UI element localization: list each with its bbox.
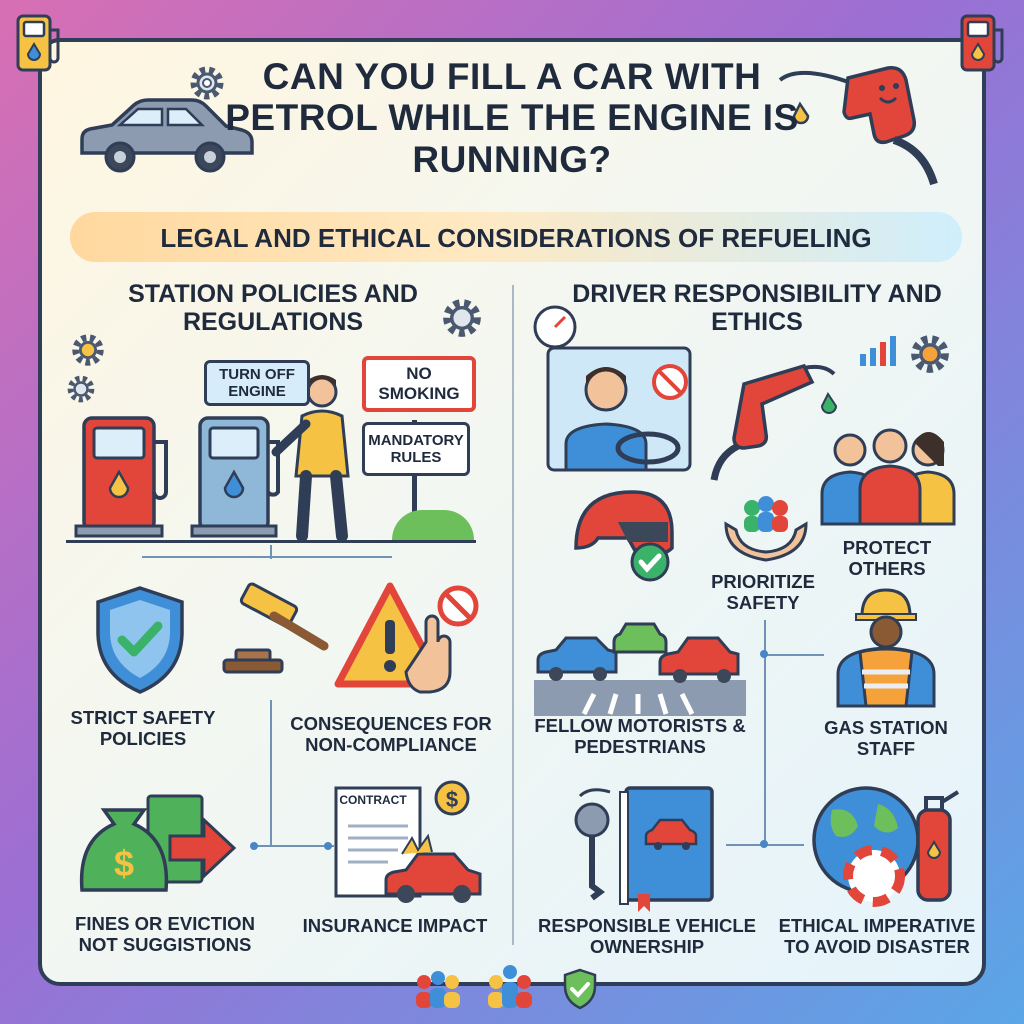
connector-dot (250, 842, 258, 850)
gear-icon (911, 335, 949, 373)
helmet-icon (574, 490, 674, 582)
connector-dot (760, 840, 768, 848)
shield-check-icon (96, 586, 184, 694)
no-phone-icon (652, 364, 688, 400)
ground-line (66, 540, 476, 543)
shield-check-icon (563, 968, 597, 1010)
connector (270, 700, 272, 845)
item-gas-station-staff: GAS STATION STAFF (824, 717, 948, 759)
money-bag-icon: $ (79, 794, 237, 892)
turn-off-engine-sign: TURN OFF ENGINE (204, 360, 310, 406)
item-consequences: CONSEQUENCES FOR NON-COMPLIANCE (290, 713, 492, 755)
item-insurance: INSURANCE IMPACT (302, 915, 488, 936)
right-heading: DRIVER RESPONSIBILITY AND ETHICS (572, 280, 942, 336)
connector (764, 654, 824, 656)
left-heading: STATION POLICIES AND REGULATIONS (128, 280, 418, 336)
car-icon (80, 98, 254, 173)
connector-dot (324, 842, 332, 850)
family-icon (820, 428, 956, 526)
connector (254, 845, 334, 847)
page-subtitle: LEGAL AND ETHICAL CONSIDERATIONS OF REFU… (160, 223, 872, 253)
warning-icon (334, 582, 479, 694)
globe-extinguisher-icon (812, 786, 960, 907)
connector (764, 620, 766, 844)
people-icon (416, 971, 460, 1008)
fuel-pump-icon (16, 14, 60, 72)
fuel-pump-icon (74, 416, 168, 538)
item-fines: FINES OR EVICTION NOT SUGGISTIONS (75, 913, 255, 955)
connector-dot (760, 650, 768, 658)
hands-people-icon (724, 496, 808, 562)
fuel-pump-icon (190, 416, 280, 538)
sign-post (412, 420, 417, 540)
gavel-icon (222, 582, 329, 674)
gauge-icon (533, 305, 577, 349)
fuel-nozzle-icon (710, 363, 838, 481)
mandatory-rules-sign: MANDATORY RULES (362, 422, 470, 476)
page-title: CAN YOU FILL A CAR WITH PETROL WHILE THE… (225, 56, 799, 180)
svg-text:$: $ (114, 843, 134, 884)
svg-text:$: $ (446, 787, 458, 812)
contract-icon: $ (334, 780, 482, 903)
connector (142, 556, 392, 558)
bush (392, 510, 474, 540)
people-icon (488, 965, 532, 1008)
item-fellow-motorists: FELLOW MOTORISTS & PEDESTRIANS (534, 715, 746, 757)
bar-chart-icon (860, 336, 896, 366)
worker-icon (836, 588, 936, 708)
gear-icon (67, 375, 95, 403)
item-strict-safety: STRICT SAFETY POLICIES (70, 707, 216, 749)
car-manual-icon (574, 786, 714, 912)
attendant-icon (271, 375, 350, 542)
no-smoking-sign: NO SMOKING (362, 356, 476, 412)
traffic-cars-icon (534, 622, 746, 716)
fuel-pump-icon (960, 14, 1004, 72)
item-protect-others: PROTECT OTHERS (842, 537, 932, 579)
column-divider (512, 285, 514, 945)
item-prioritize-safety: PRIORITIZE SAFETY (711, 571, 815, 613)
fuel-nozzle-icon (778, 66, 938, 186)
gear-icon (190, 66, 224, 100)
contract-title: CONTRACT (339, 793, 407, 807)
gear-icon (72, 334, 104, 366)
item-ethical-imperative: ETHICAL IMPERATIVE TO AVOID DISASTER (778, 915, 976, 957)
connector (270, 545, 272, 559)
subtitle-banner (70, 212, 962, 262)
item-responsible-ownership: RESPONSIBLE VEHICLE OWNERSHIP (538, 915, 756, 957)
gear-icon (443, 299, 481, 337)
